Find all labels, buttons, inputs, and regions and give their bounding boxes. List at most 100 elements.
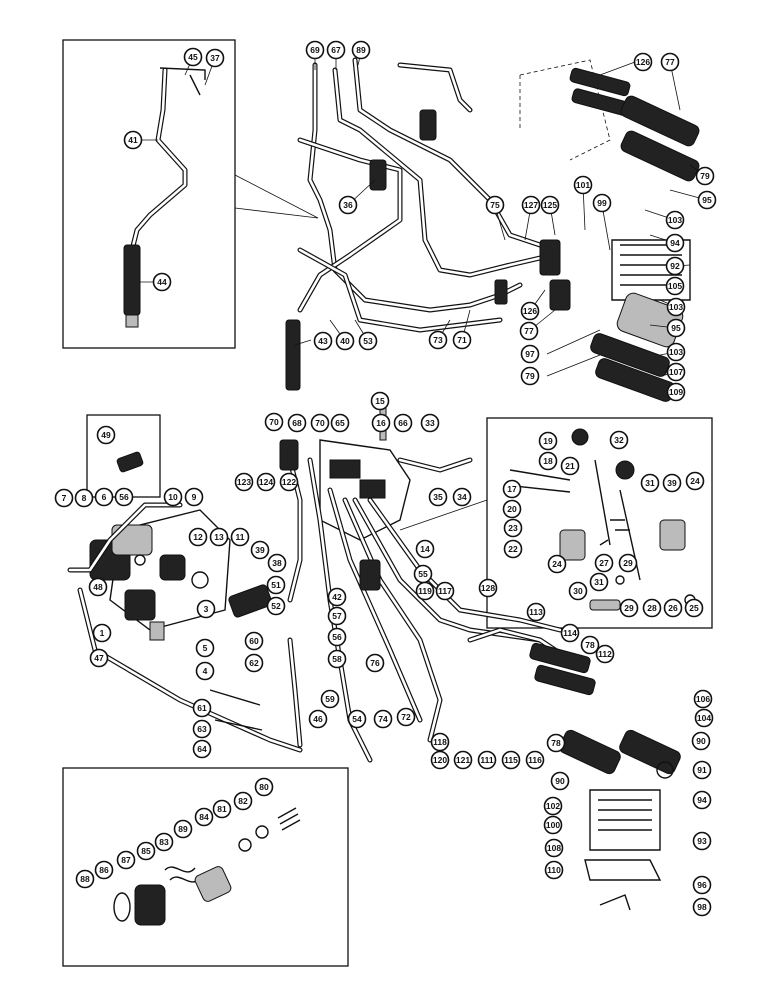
callout-label: 69 [310,45,320,55]
callout-label: 91 [697,765,707,775]
callout-label: 4 [203,666,208,676]
callout-label: 22 [508,544,518,554]
callout-label: 123 [237,477,251,487]
callout-label: 94 [670,238,680,248]
callout-label: 33 [425,418,435,428]
callout-label: 124 [259,477,273,487]
callout-label: 66 [398,418,408,428]
callout-bubble: 93 [692,831,712,851]
callout-bubble: 100 [543,815,563,835]
callout-label: 101 [576,180,590,190]
callout-bubble: 24 [547,554,567,574]
callout-label: 34 [457,492,467,502]
callout-bubble: 21 [560,456,580,476]
callout-bubble: 116 [525,750,545,770]
callout-label: 13 [214,532,224,542]
callout-bubble: 60 [244,631,264,651]
callout-label: 125 [543,200,557,210]
callout-bubble: 111 [477,750,497,770]
callout-bubble: 101 [573,175,593,195]
callout-bubble: 89 [173,819,193,839]
callout-label: 70 [269,417,279,427]
callout-bubble: 35 [428,487,448,507]
callout-bubble: 33 [420,413,440,433]
callout-bubble: 86 [94,860,114,880]
callout-bubble: 34 [452,487,472,507]
callout-bubble: 77 [660,52,680,72]
callout-label: 56 [332,632,342,642]
relief-valve-parts [113,807,301,926]
callout-bubble: 78 [580,635,600,655]
callout-label: 30 [573,586,583,596]
callout-bubble: 82 [233,791,253,811]
callout-bubble: 23 [503,518,523,538]
callout-label: 79 [700,171,710,181]
callout-label: 60 [249,636,259,646]
callout-label: 47 [94,653,104,663]
callout-bubble: 68 [287,413,307,433]
callout-bubble: 104 [694,708,714,728]
callout-bubble: 31 [589,572,609,592]
callout-bubble: 13 [209,527,229,547]
callout-label: 79 [525,371,535,381]
callout-label: 89 [178,824,188,834]
callout-label: 114 [563,628,577,638]
callout-bubble: 107 [666,362,686,382]
callout-bubble: 41 [123,130,143,150]
callout-bubble: 65 [330,413,350,433]
callout-label: 29 [623,558,633,568]
callout-bubble: 29 [619,598,639,618]
callout-bubble: 94 [665,233,685,253]
callout-bubble: 11 [230,527,250,547]
callout-bubble: 83 [154,832,174,852]
callout-label: 76 [370,658,380,668]
callout-label: 52 [271,601,281,611]
callout-bubble: 71 [452,330,472,350]
callout-label: 39 [255,545,265,555]
callout-label: 57 [332,611,342,621]
callout-bubble: 118 [430,732,450,752]
inset-box-small-fitting [86,414,161,498]
callout-label: 110 [547,865,561,875]
callout-bubble: 115 [501,750,521,770]
callout-bubble: 113 [526,602,546,622]
callout-bubble: 91 [692,760,712,780]
callout-bubble: 95 [666,318,686,338]
callout-bubble: 31 [640,473,660,493]
callout-bubble: 94 [692,790,712,810]
callout-bubble: 79 [695,166,715,186]
callout-bubble: 5 [195,638,215,658]
callout-bubble: 6 [94,487,114,507]
callout-bubble: 72 [396,707,416,727]
callout-label: 31 [594,577,604,587]
callout-label: 116 [528,755,542,765]
callout-bubble: 47 [89,648,109,668]
callout-bubble: 88 [75,869,95,889]
callout-label: 81 [217,804,227,814]
callout-label: 96 [697,880,707,890]
callout-bubble: 46 [308,709,328,729]
callout-bubble: 3 [196,599,216,619]
callout-label: 80 [259,782,269,792]
callout-label: 115 [504,755,518,765]
callout-bubble: 75 [485,195,505,215]
callout-label: 93 [697,836,707,846]
callout-bubble: 51 [266,575,286,595]
callout-bubble: 17 [502,479,522,499]
callout-label: 1 [100,628,105,638]
callout-bubble: 30 [568,581,588,601]
callout-label: 127 [524,200,538,210]
callout-label: 14 [420,544,430,554]
callout-label: 118 [433,737,447,747]
callout-label: 25 [689,603,699,613]
callout-bubble: 87 [116,850,136,870]
callout-label: 53 [363,336,373,346]
inset-box-relief-valve [62,767,349,967]
callout-bubble: 14 [415,539,435,559]
callout-label: 27 [599,558,609,568]
callout-bubble: 73 [428,330,448,350]
callout-bubble: 90 [691,731,711,751]
callout-bubble: 39 [662,473,682,493]
control-valve-assembly [279,399,563,763]
callout-label: 90 [696,736,706,746]
